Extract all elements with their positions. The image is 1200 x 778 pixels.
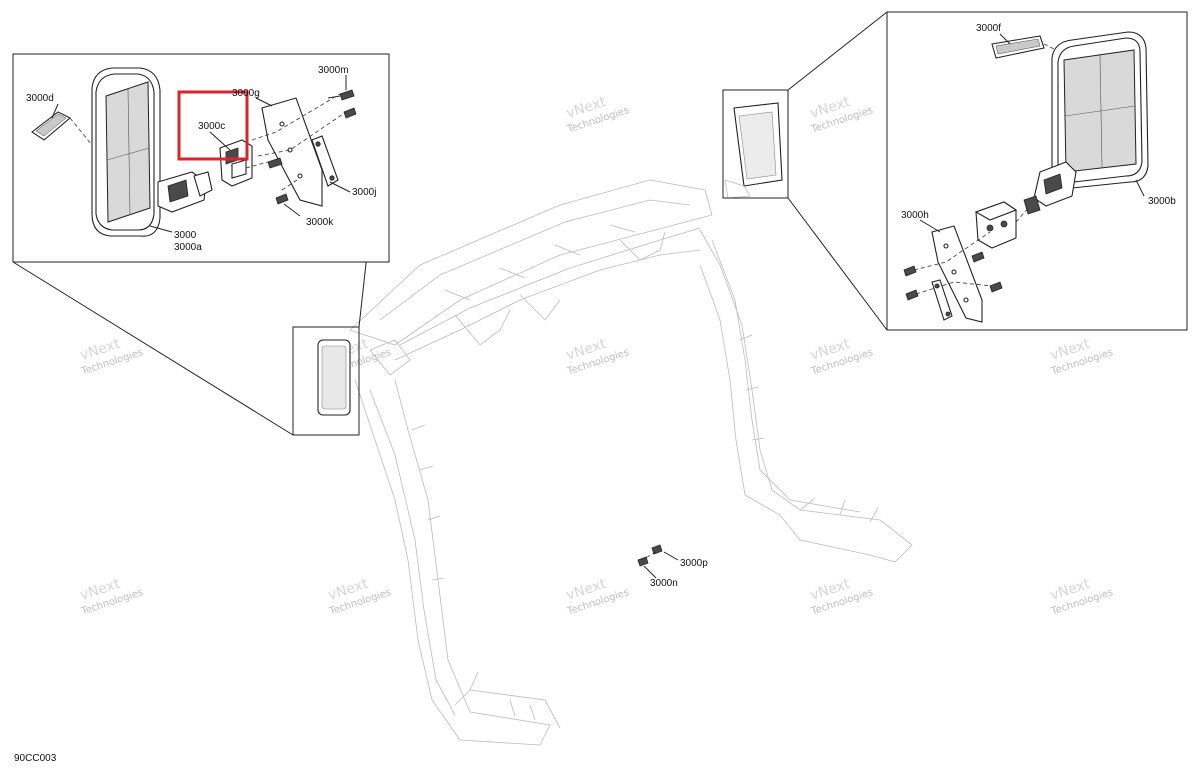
screw — [267, 157, 283, 169]
left-callout: 3000d 3000m 3000g 3000c 3000j 3000k 3000… — [12, 53, 390, 263]
part-3000-mirror — [91, 67, 161, 237]
screw — [637, 556, 649, 567]
part-bracket-block — [974, 201, 1018, 249]
label-3000f: 3000f — [976, 23, 1001, 34]
label-3000a: 3000a — [174, 242, 202, 253]
leader-line — [663, 551, 679, 561]
vehicle-left-mirror — [317, 339, 351, 416]
part-mirror-arm — [157, 171, 213, 213]
highlight-box-3000c — [177, 90, 249, 161]
assembly-line — [1015, 205, 1031, 223]
assembly-line — [281, 177, 301, 191]
label-3000h: 3000h — [901, 210, 929, 221]
leader-line — [209, 131, 231, 151]
leader-line — [919, 219, 941, 233]
left-foot — [454, 671, 561, 729]
cross-bar-detail — [454, 231, 666, 346]
frame-bracket — [369, 339, 411, 376]
leader-line — [51, 103, 59, 119]
assembly-line — [913, 231, 991, 271]
screw — [651, 544, 663, 555]
label-3000m: 3000m — [318, 65, 349, 76]
right-zoom-source-box — [722, 89, 789, 199]
label-3000d: 3000d — [26, 93, 54, 104]
leader-line — [283, 203, 301, 217]
roof-panel — [349, 179, 713, 346]
part-3000f — [991, 35, 1045, 59]
leader-line — [1135, 179, 1145, 197]
right-pillar-inner — [711, 239, 861, 513]
leader-line — [255, 97, 273, 107]
label-3000p: 3000p — [680, 558, 708, 569]
label-3000j: 3000j — [352, 187, 376, 198]
vehicle-frame — [349, 179, 913, 746]
label-3000c: 3000c — [198, 121, 225, 132]
leader-line — [149, 225, 173, 233]
part-3000j — [311, 135, 339, 187]
right-pillar — [699, 229, 913, 563]
leader-line — [643, 565, 657, 579]
screw — [971, 251, 985, 263]
label-3000b: 3000b — [1148, 196, 1176, 207]
screw — [327, 89, 355, 101]
screw — [903, 265, 917, 277]
label-3000g: 3000g — [232, 88, 260, 99]
assembly-line — [257, 111, 347, 157]
label-3000n: 3000n — [650, 578, 678, 589]
screw — [905, 289, 919, 301]
left-pillar-inner — [369, 389, 456, 716]
vehicle-right-mirror — [724, 102, 783, 199]
pillar-rib — [411, 334, 765, 581]
right-callout: 3000f 3000b 3000h — [886, 11, 1188, 331]
label-3000k: 3000k — [306, 217, 334, 228]
cross-bar — [394, 249, 701, 361]
assembly-line — [245, 161, 269, 169]
right-connector-line — [787, 197, 888, 331]
assembly-line — [915, 281, 993, 295]
part-3000b-mirror — [1051, 31, 1149, 189]
left-connector-line — [12, 261, 294, 436]
leader-line — [999, 33, 1011, 45]
label-3000: 3000 — [174, 230, 197, 241]
part-strip — [931, 279, 953, 321]
left-zoom-source-box — [292, 326, 360, 436]
screw — [343, 107, 357, 119]
fasteners-3000p-3000n: 3000p 3000n — [637, 544, 708, 589]
right-foot — [799, 497, 879, 523]
left-pillar — [354, 379, 551, 746]
screw — [275, 193, 289, 205]
part-mirror-arm — [1023, 161, 1077, 215]
part-3000h — [931, 225, 983, 323]
diagram-code: 90CC003 — [14, 753, 57, 764]
right-connector-line — [787, 11, 888, 91]
screw — [989, 281, 1003, 293]
assembly-line — [251, 93, 341, 141]
roof-panel-inner — [379, 199, 701, 346]
leader-line — [329, 181, 351, 193]
roof-rib — [444, 224, 636, 301]
assembly-line — [641, 551, 657, 561]
